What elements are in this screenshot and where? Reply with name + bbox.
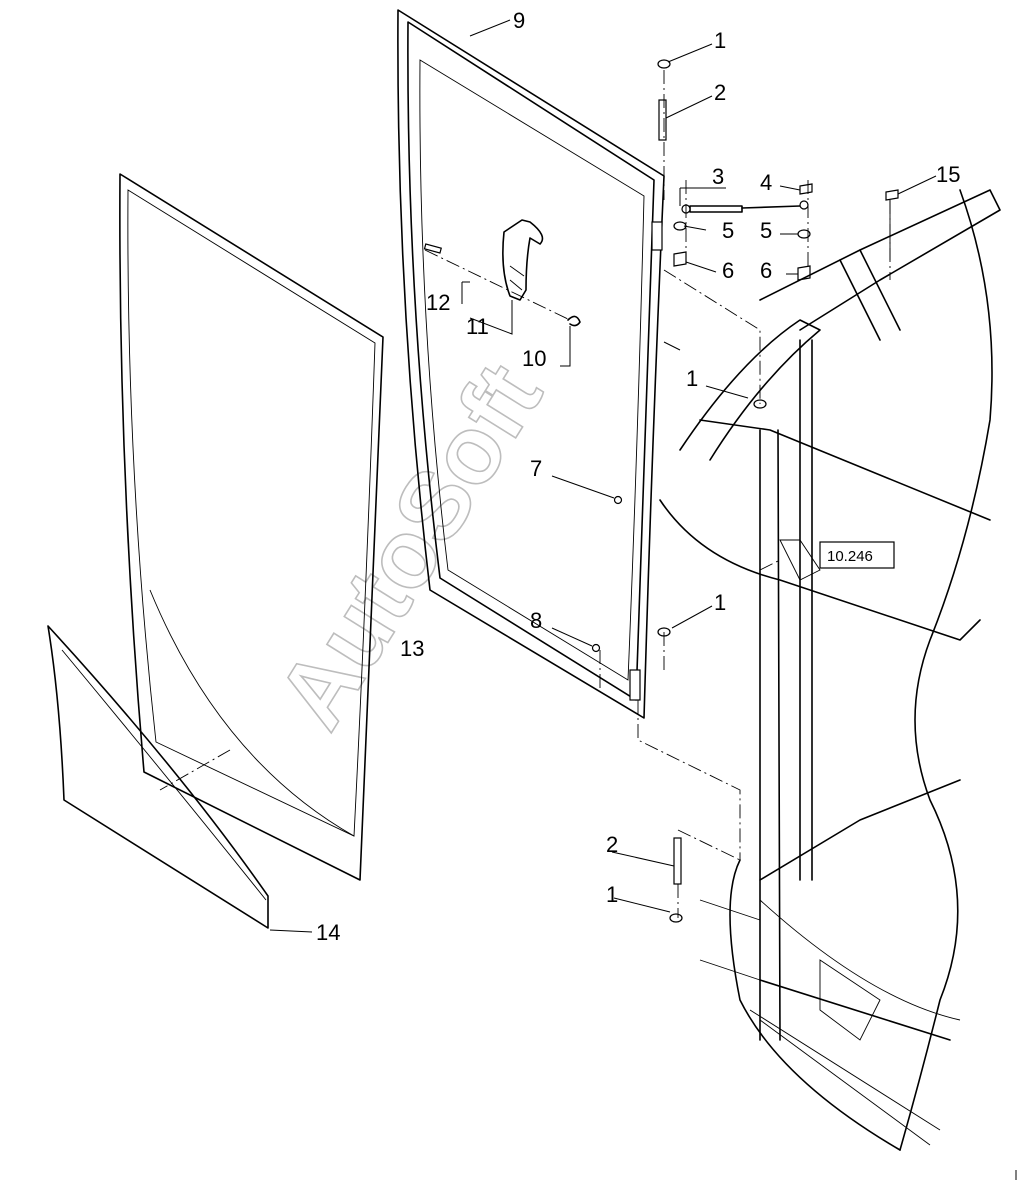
leader-lines bbox=[269, 19, 937, 933]
door-frame-9 bbox=[397, 9, 665, 719]
callout-labels: 1 2 3 4 5 5 6 6 15 9 12 11 10 1 7 1 8 13… bbox=[316, 8, 960, 945]
callout-7: 7 bbox=[530, 456, 542, 481]
hinge-pin-2-top bbox=[658, 99, 667, 141]
clip-10 bbox=[567, 315, 581, 327]
glass-panel-13 bbox=[119, 173, 384, 881]
callout-12: 12 bbox=[426, 290, 450, 315]
plug-7 bbox=[613, 495, 623, 505]
reference-box: 10.246 bbox=[819, 541, 895, 569]
nut-1-top bbox=[657, 59, 671, 69]
callout-5: 5 bbox=[760, 218, 772, 243]
cab-frame bbox=[659, 189, 1001, 1151]
callout-1: 1 bbox=[714, 590, 726, 615]
gas-strut-3 bbox=[681, 200, 809, 214]
bushing-6a bbox=[673, 251, 687, 267]
bolt-15 bbox=[885, 189, 899, 260]
callout-8: 8 bbox=[530, 608, 542, 633]
callout-11: 11 bbox=[466, 314, 489, 339]
callout-1: 1 bbox=[686, 366, 698, 391]
callout-2: 2 bbox=[714, 80, 726, 105]
callout-14: 14 bbox=[316, 920, 340, 945]
callout-1: 1 bbox=[606, 882, 618, 907]
callout-13: 13 bbox=[400, 636, 424, 661]
callout-15: 15 bbox=[936, 162, 960, 187]
watermark: AutoSoft bbox=[257, 346, 562, 746]
callout-9: 9 bbox=[513, 8, 525, 33]
assembly-lines bbox=[159, 70, 891, 918]
callout-10: 10 bbox=[522, 346, 546, 371]
callout-6: 6 bbox=[760, 258, 772, 283]
callout-1: 1 bbox=[714, 28, 726, 53]
reference-box-label: 10.246 bbox=[827, 548, 873, 565]
nut-1-bottom bbox=[669, 913, 683, 923]
callout-6: 6 bbox=[722, 258, 734, 283]
nut-4 bbox=[799, 183, 813, 195]
plug-8 bbox=[591, 643, 601, 653]
door-handle-11 bbox=[502, 219, 544, 301]
panel-piece-14 bbox=[47, 625, 269, 929]
callout-2: 2 bbox=[606, 832, 618, 857]
callout-4: 4 bbox=[760, 170, 772, 195]
pin-12 bbox=[423, 243, 442, 254]
callout-5: 5 bbox=[722, 218, 734, 243]
callout-3: 3 bbox=[712, 164, 724, 189]
hinge-pin-2-bottom bbox=[673, 837, 682, 885]
